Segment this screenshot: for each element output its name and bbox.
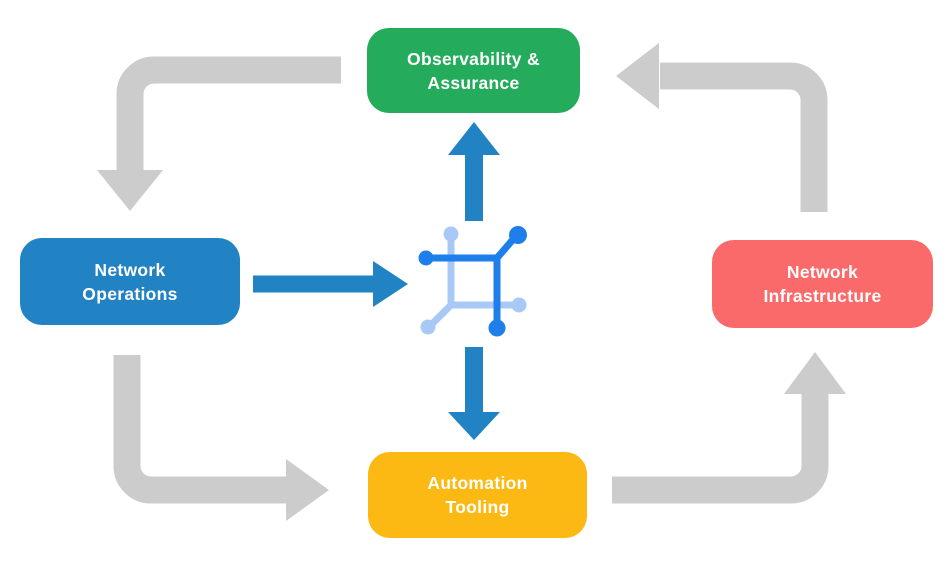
primary-arrow-fabric-to-automation [448,347,500,440]
fabric-left-dark-node [418,250,434,266]
fabric-icon-light-nodes [420,226,527,335]
fabric-top-right-node [509,226,527,244]
cycle-arrow-operations-to-automation [113,355,329,521]
primary-arrow-down-head [448,412,500,440]
fabric-bottom-left-node [420,319,436,335]
automation-tooling-label: Automation Tooling [427,473,528,517]
cycle-arrow-obs-ops-shaft [116,56,341,173]
cycle-arrow-obs-ops-head [97,170,163,211]
primary-arrow-up-head [448,122,500,155]
network-operations-label: Network Operations [82,259,178,304]
network-infrastructure-label: Network Infrastructure [763,262,882,306]
cycle-arrow-automation-to-infrastructure [612,352,846,504]
fabric-right-node [511,297,527,313]
cycle-arrow-ops-auto-shaft [113,355,288,504]
fabric-icon-dark-nodes [418,226,527,337]
network-infrastructure-node: Network Infrastructure [712,240,933,328]
primary-arrow-fabric-to-observability [448,122,500,221]
automation-tooling-node: Automation Tooling [368,452,587,538]
primary-arrow-operations-to-fabric [253,261,408,307]
cycle-arrow-infrastructure-to-observability [616,43,828,212]
fabric-bottom-node [488,319,506,337]
primary-arrow-right-head [373,261,408,307]
observability-assurance-node: Observability & Assurance [367,28,580,113]
cycle-arrow-auto-infra-shaft [612,393,829,504]
network-operations-node: Network Operations [20,238,240,325]
cycle-arrow-observability-to-operations [97,56,341,211]
observability-assurance-label: Observability & Assurance [407,48,540,93]
cycle-arrow-ops-auto-head [286,459,329,521]
cycle-arrow-auto-infra-head [784,352,846,394]
fabric-top-left-node [443,226,459,242]
cycle-arrow-infra-obs-head [616,43,659,109]
cycle-arrow-infra-obs-shaft [660,62,828,212]
network-fabric-icon [418,226,527,337]
